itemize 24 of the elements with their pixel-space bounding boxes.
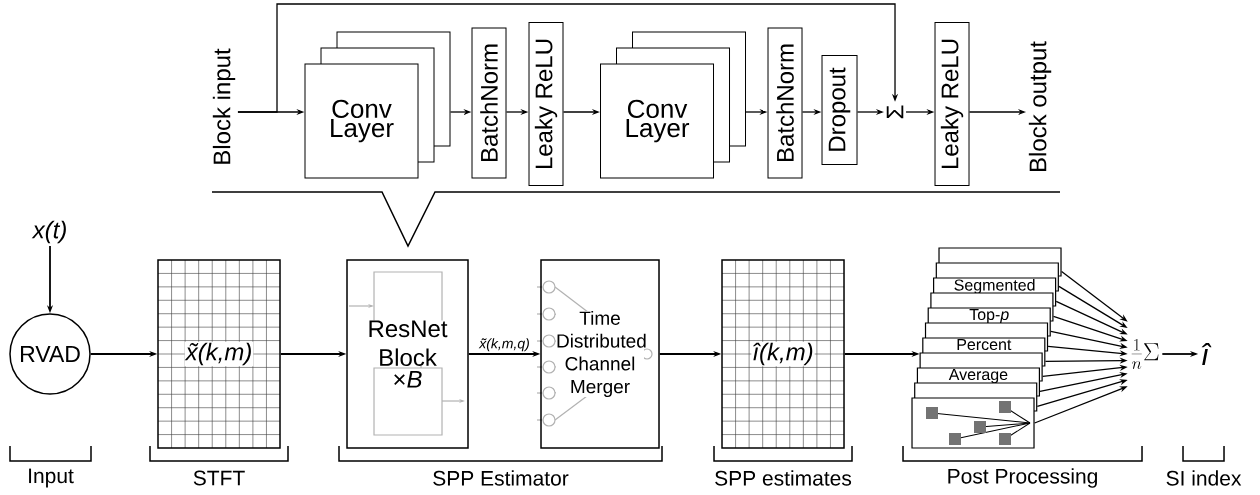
merger-box: Time Distributed Channel Merger xyxy=(540,259,660,449)
layer-stack: Conv Layer xyxy=(304,31,451,179)
average-formula: $\frac{1}{n}\Sigma$ xyxy=(1131,338,1159,369)
layer-stack: Conv Layer xyxy=(600,31,746,179)
sum-symbol: Σ xyxy=(886,105,904,119)
section-label: Input xyxy=(29,468,74,488)
edge-label: x̃(k,m,q) xyxy=(478,337,531,353)
section-label: SI index xyxy=(1166,470,1242,486)
resnet-box: ResNet Block ×B xyxy=(346,259,469,449)
layer-box: Dropout xyxy=(821,55,858,165)
text-label: Block output xyxy=(1028,41,1052,172)
spectrogram-grid: x̃(k,m) xyxy=(157,259,281,449)
output-symbol: î xyxy=(1201,343,1212,365)
section-label: STFT xyxy=(193,470,245,486)
layer-box: Leaky ReLU xyxy=(528,22,564,186)
spectrogram-grid: î(k,m) xyxy=(721,259,845,449)
text-label: Block input xyxy=(212,48,236,164)
layer-box: BatchNorm xyxy=(471,27,507,179)
section-label: Post Processing xyxy=(948,468,1097,488)
signal-label: x(t) xyxy=(31,220,66,244)
layer-box: Leaky ReLU xyxy=(934,22,970,186)
layer-box: BatchNorm xyxy=(767,27,803,179)
section-label: SPP Estimator xyxy=(433,470,569,486)
section-label: SPP estimates xyxy=(715,470,852,486)
